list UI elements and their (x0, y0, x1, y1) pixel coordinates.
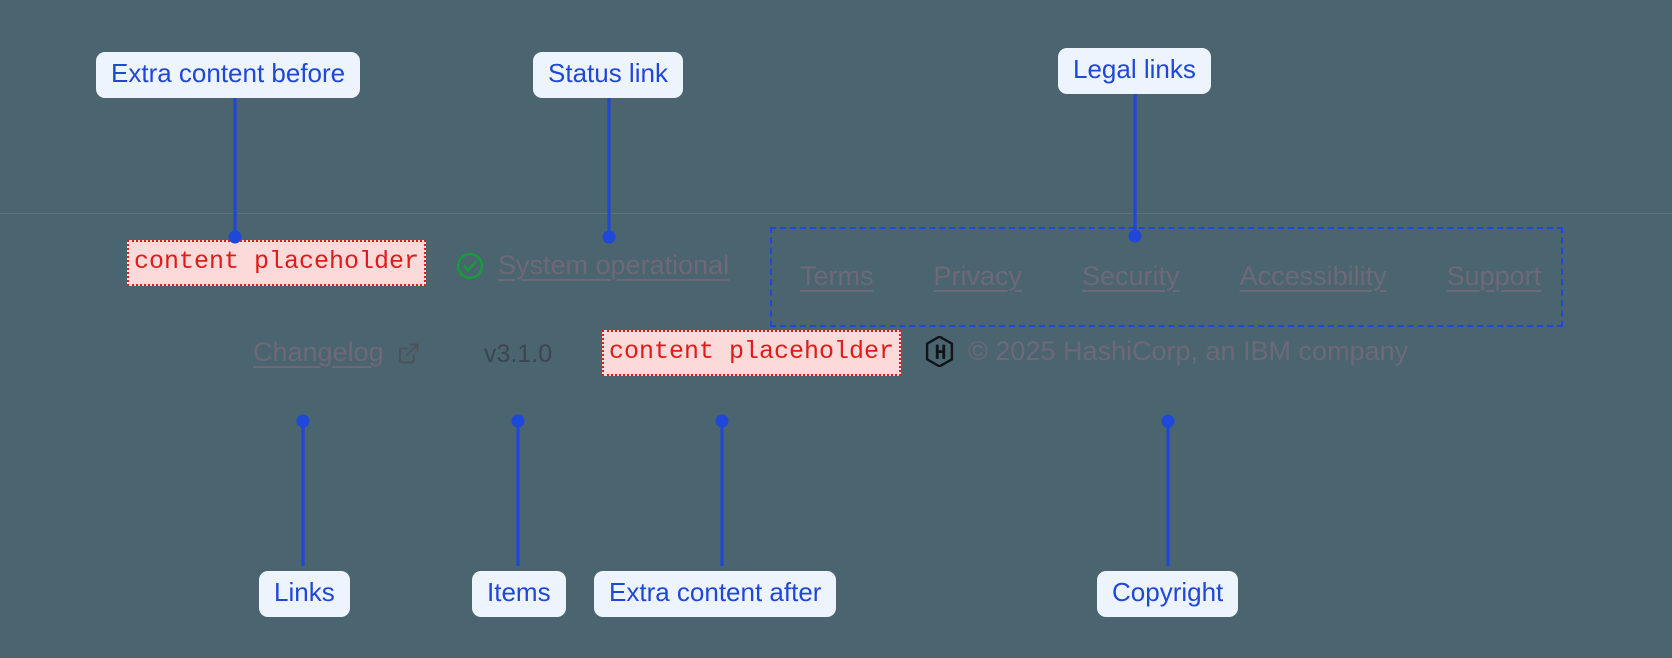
extra-content-before-slot: content placeholder (127, 240, 427, 286)
external-link-icon (396, 340, 422, 366)
callout-legal-links: Legal links (1058, 48, 1211, 94)
changelog-link[interactable]: Changelog (253, 337, 422, 368)
callout-links: Links (259, 571, 350, 617)
status-link-label: System operational (498, 250, 730, 280)
callout-extra-content-before: Extra content before (96, 52, 361, 98)
extra-content-after-slot: content placeholder (602, 330, 902, 376)
legal-link-support[interactable]: Support (1446, 260, 1542, 291)
legal-link-security[interactable]: Security (1082, 260, 1180, 291)
copyright-group: © 2025 HashiCorp, an IBM company (925, 336, 1408, 367)
legal-link-privacy[interactable]: Privacy (933, 260, 1023, 291)
footer-primary-row: content placeholder System operational T… (0, 227, 1672, 327)
version-label: v3.1.0 (484, 340, 553, 368)
footer-region: content placeholder System operational T… (0, 213, 1672, 441)
status-link[interactable]: System operational (455, 250, 729, 281)
callout-items: Items (472, 571, 566, 617)
copyright-text: © 2025 HashiCorp, an IBM company (968, 336, 1409, 366)
legal-link-accessibility[interactable]: Accessibility (1239, 260, 1387, 291)
hashicorp-logo (925, 336, 954, 367)
changelog-label: Changelog (253, 337, 384, 367)
callout-extra-content-after: Extra content after (594, 571, 837, 617)
callout-copyright: Copyright (1097, 571, 1239, 617)
legal-link-terms[interactable]: Terms (800, 260, 874, 291)
legal-links-group: Terms Privacy Security Accessibility Sup… (770, 227, 1563, 327)
check-circle-icon (455, 251, 485, 281)
footer-secondary-row: Changelog v3.1.0 content placeholder © 2… (0, 330, 1672, 387)
callout-status-link: Status link (533, 52, 683, 98)
